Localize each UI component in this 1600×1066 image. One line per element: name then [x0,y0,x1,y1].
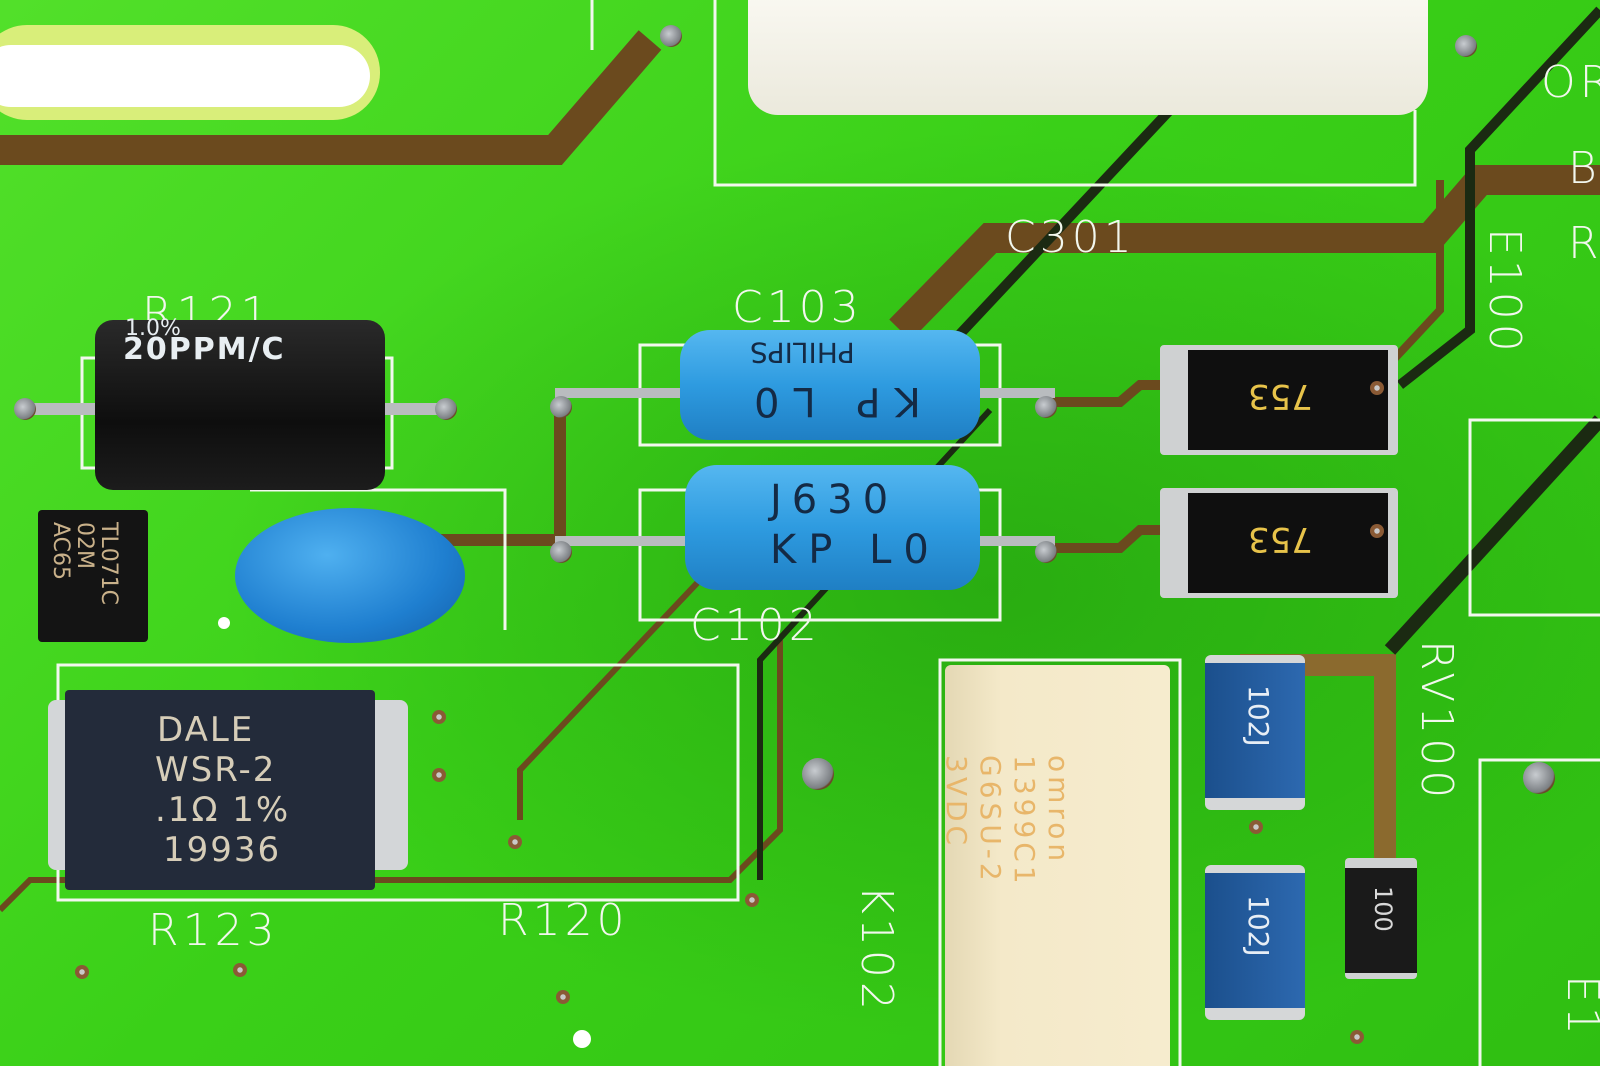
via [1249,820,1263,834]
via [432,710,446,724]
label-edge-or: OR [1541,57,1600,108]
resistor-code: 753 [1248,376,1313,416]
smd-resistor-top: 753 [1160,345,1398,455]
inner-trace-right [1396,6,1600,389]
via [233,963,247,977]
inductor-code: 102J [1242,685,1275,747]
smd-resistor-bottom: 753 [1160,488,1398,598]
resistor-tolerance: 1.0% [125,316,181,341]
relay: omron 1399C1 G6SU-2 3VDC [940,665,1170,1066]
solder-pad [1455,35,1477,57]
label-c103: C103 [732,282,863,333]
trace-bottom [0,640,783,913]
relay-model: G6SU-2 [974,755,1007,885]
power-resistor [748,0,1428,115]
via [1370,524,1384,538]
solder-pad [1035,396,1057,418]
label-r120: R120 [498,895,629,946]
film-capacitor-c103: PHILIPS KP L0 [680,330,980,440]
solder-pad [660,25,682,47]
ceramic-capacitor [235,508,465,643]
via [556,990,570,1004]
opamp-ic: TL071C 02M AC65 [38,510,148,642]
mounting-pad [1523,762,1555,794]
via [75,965,89,979]
label-c301: C301 [1005,212,1136,263]
solder-pad [14,398,36,420]
via [1350,1030,1364,1044]
solder-pad [550,541,572,563]
via [508,835,522,849]
via [432,768,446,782]
shunt-resistor: DALE WSR-2 .1Ω 1% 19936 [65,690,375,890]
trace-r-top [1040,380,1170,407]
smd-inductor-bottom: 102J [1205,865,1305,1020]
resistor-code: 753 [1248,519,1313,559]
cap-brand: PHILIPS [750,336,855,369]
label-k102: K102 [851,885,902,1014]
via [1370,381,1384,395]
smd-inductor-top: 102J [1205,655,1305,810]
precision-resistor-body: 1.0% 20PPM/C [95,316,385,490]
diode-code: 100 [1369,886,1397,932]
solder-pad [550,396,572,418]
trace-c301 [889,165,1600,341]
slot-cutout [0,45,370,107]
mounting-pad [802,758,834,790]
film-capacitor-c102: J630 KP L0 [685,465,980,590]
fiducial-dot [573,1030,591,1048]
c-blob-outline [250,488,507,630]
resistor-tempco: 20PPM/C [123,332,286,367]
label-edge-r: R [1568,218,1600,269]
cap-voltage: J630 [770,477,899,523]
trace-top-left [0,30,662,165]
inner-trace-rv [1384,415,1600,655]
solder-pad [435,398,457,420]
shunt-model: WSR-2 [155,750,277,790]
relay-voltage: 3VDC [940,755,973,850]
ic-part-number: TL071C [96,522,121,606]
smd-diode: 100 [1345,858,1417,979]
label-edge-b: B [1568,143,1600,194]
trace-cap-left [440,410,566,546]
label-edge-e1: E1 [1557,975,1600,1039]
shunt-brand: DALE [157,710,255,750]
cap-code: KP L0 [770,527,941,573]
top-resistor-outline [713,0,1417,187]
shunt-date-code: 19936 [163,830,282,870]
label-e100: E100 [1479,228,1530,356]
via [745,893,759,907]
trace-r120 [517,577,703,820]
shunt-value: .1Ω 1% [155,790,291,830]
solder-pad [1035,541,1057,563]
label-r123: R123 [148,905,279,956]
relay-brand: omron 1399C1 [1008,755,1075,888]
ic-date-code: 02M [72,522,97,569]
fiducial-dot [218,617,230,629]
k102-outline [938,658,1182,1066]
ic-lot-code: AC65 [48,522,73,581]
label-rv100: RV100 [1411,640,1462,803]
inductor-code: 102J [1242,895,1275,957]
trace-r-bot [1040,525,1170,553]
label-c102: C102 [690,600,821,651]
cap-code: KP L0 [740,378,921,424]
